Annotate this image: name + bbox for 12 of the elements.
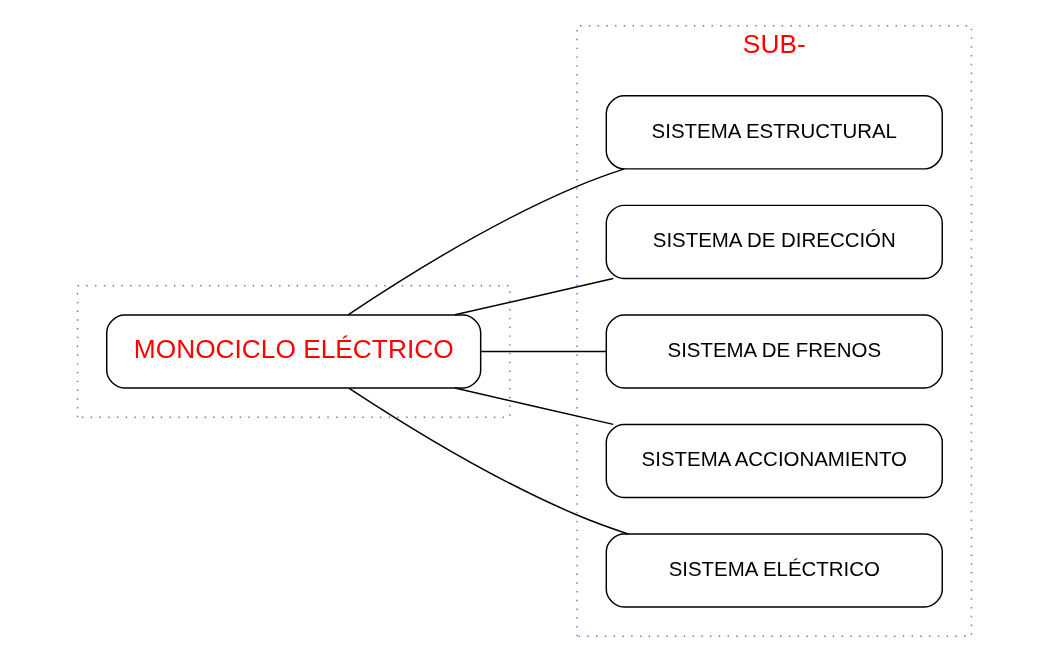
connector (479, 350, 607, 353)
connector (453, 277, 614, 316)
node-box: SISTEMA ELÉCTRICO (605, 533, 943, 608)
connector (346, 168, 625, 316)
cluster (76, 285, 511, 418)
connector (453, 387, 614, 426)
node-box: SISTEMA DE DIRECCIÓN (605, 204, 943, 280)
node-box: SISTEMA ACCIONAMIENTO (605, 423, 943, 499)
node-box: MONOCICLO ELÉCTRICO (105, 314, 481, 389)
node-box: SISTEMA ESTRUCTURAL (605, 95, 943, 170)
node-box: SISTEMA DE FRENOS (605, 314, 943, 389)
connector (347, 387, 629, 535)
